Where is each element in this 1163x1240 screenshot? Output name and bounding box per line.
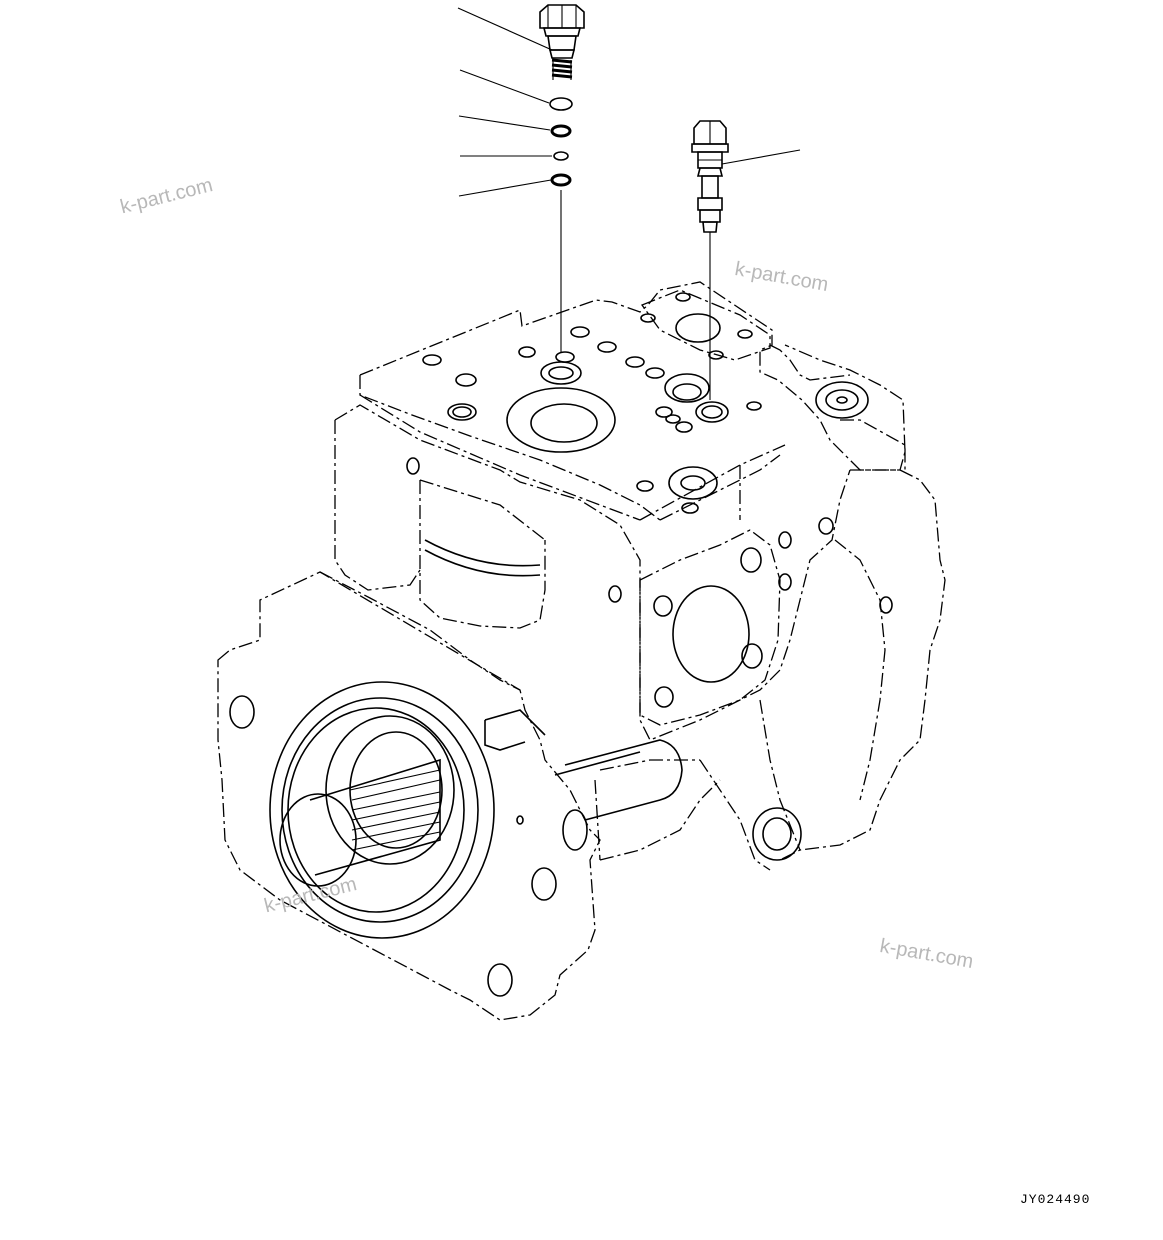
- drawing-code: JY024490: [1020, 1192, 1091, 1207]
- plug-spring: [551, 58, 573, 80]
- o-ring-3: [553, 151, 569, 161]
- backup-ring-4: [550, 173, 572, 187]
- leader-ring-4: [458, 179, 552, 197]
- right-flange: [640, 289, 771, 361]
- leader-valve: [721, 149, 801, 165]
- splined-shaft: [279, 758, 441, 887]
- main-housing: [334, 404, 851, 741]
- backup-ring-2: [550, 124, 572, 138]
- right-end-body: [779, 469, 946, 861]
- leader-lines: [457, 7, 801, 400]
- plug-assembly: [539, 4, 585, 187]
- side-port-flange: [639, 529, 781, 726]
- o-ring-1: [549, 97, 573, 111]
- top-block-outline: [359, 281, 906, 471]
- mounting-flange: [217, 571, 601, 1021]
- pump-body: [217, 281, 946, 1021]
- leader-ring-2: [458, 115, 551, 131]
- leader-plug: [457, 7, 553, 51]
- leader-oring-1: [459, 69, 550, 104]
- top-ports: [422, 292, 869, 514]
- shaft-spigot: [269, 681, 495, 939]
- valve-assembly: [691, 120, 729, 233]
